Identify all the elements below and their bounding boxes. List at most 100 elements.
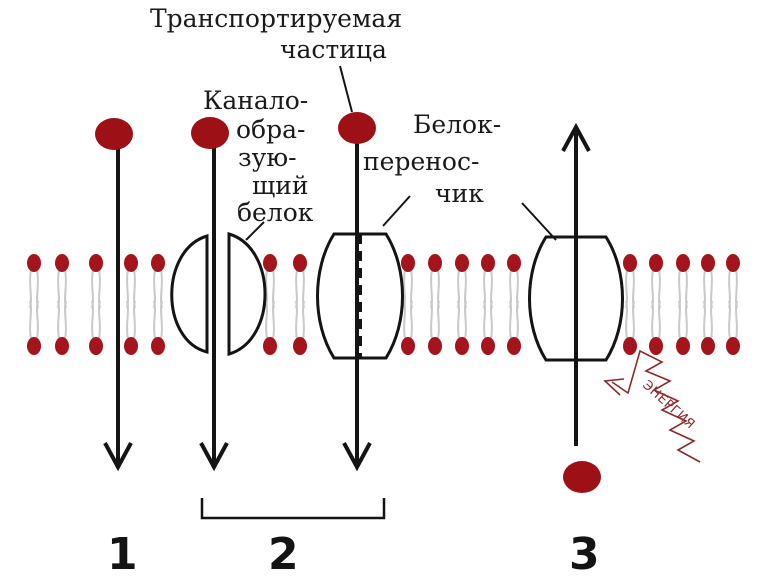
energy-label: ЭНЕРГИЯ — [639, 378, 697, 433]
lipid-head-top — [507, 254, 521, 272]
lipid-tail — [133, 300, 136, 340]
lipid-tail — [516, 300, 519, 340]
transported-particle — [191, 117, 229, 149]
lipid-head-top — [263, 254, 277, 272]
channel-protein-left-half — [170, 233, 209, 354]
carrier-protein-2 — [316, 232, 404, 360]
lipid-head-top — [428, 254, 442, 272]
lipid-head-bottom — [55, 337, 69, 355]
arrow-1-head — [103, 442, 133, 472]
lipid-head-top — [676, 254, 690, 272]
lipid-tail — [64, 300, 67, 340]
lipid-head-top — [151, 254, 165, 272]
lipid-tail — [302, 300, 305, 340]
lipid-tail — [710, 300, 713, 340]
lipid-head-top — [455, 254, 469, 272]
lipid-tail — [430, 300, 433, 340]
lipid-tail — [403, 300, 406, 340]
arrow-3-head — [561, 122, 591, 152]
lipid-head-bottom — [507, 337, 521, 355]
membrane-proteins — [170, 231, 624, 362]
lipid-tail — [437, 300, 440, 340]
lipid-head-bottom — [481, 337, 495, 355]
lipid-tail — [703, 300, 706, 340]
lipid-head-bottom — [89, 337, 103, 355]
label-channel-protein-line4: щий — [252, 171, 309, 200]
number-1: 1 — [107, 529, 138, 580]
lipid-tail — [735, 300, 738, 340]
lipid-tail — [464, 300, 467, 340]
lipid-tail — [265, 300, 268, 340]
transport-arrows — [103, 122, 591, 472]
lipid-tail — [632, 300, 635, 340]
lipid-tail — [509, 300, 512, 340]
arrow-2b-head — [342, 442, 372, 472]
lipid-head-bottom — [676, 337, 690, 355]
lipid-tail — [126, 300, 129, 340]
lipid-tail — [57, 300, 60, 340]
lipid-tail — [678, 300, 681, 340]
label-transported-particle-line1: Транспортируемая — [150, 4, 403, 33]
lipid-head-bottom — [701, 337, 715, 355]
lipid-tail — [651, 300, 654, 340]
transported-particle — [338, 112, 376, 144]
lipid-tail — [490, 300, 493, 340]
lipid-tail — [91, 300, 94, 340]
lipid-head-top — [124, 254, 138, 272]
lipid-tail — [295, 300, 298, 340]
lipid-head-bottom — [726, 337, 740, 355]
group-2-bracket — [200, 498, 386, 520]
lipid-tail — [410, 300, 413, 340]
lipid-tail — [29, 300, 32, 340]
label-channel-protein-line3: зую- — [238, 143, 297, 172]
label-channel-protein-line2: обра- — [236, 115, 306, 144]
lipid-head-top — [701, 254, 715, 272]
energy-squiggle — [611, 349, 701, 463]
lipid-tail — [153, 300, 156, 340]
label-carrier-protein-line2: перенос- — [363, 147, 480, 176]
number-3: 3 — [569, 529, 600, 580]
lipid-head-bottom — [428, 337, 442, 355]
label-carrier-protein-line3: чик — [435, 179, 484, 208]
lipid-head-top — [481, 254, 495, 272]
lipid-head-top — [27, 254, 41, 272]
lipid-tail — [457, 300, 460, 340]
lipid-tail — [658, 300, 661, 340]
lipid-tail — [625, 300, 628, 340]
lipid-head-bottom — [649, 337, 663, 355]
lipid-head-top — [649, 254, 663, 272]
transported-particle — [563, 461, 601, 493]
leader-line-channel — [245, 221, 265, 241]
lipid-head-top — [726, 254, 740, 272]
lipid-head-bottom — [293, 337, 307, 355]
lipid-head-bottom — [455, 337, 469, 355]
lipid-head-top — [55, 254, 69, 272]
lipid-head-bottom — [151, 337, 165, 355]
lipid-head-top — [89, 254, 103, 272]
lipid-head-bottom — [401, 337, 415, 355]
energy-arrowhead — [603, 378, 625, 396]
transported-particle — [95, 118, 133, 150]
lipid-head-top — [623, 254, 637, 272]
lipid-head-top — [293, 254, 307, 272]
lipid-bilayer — [27, 254, 740, 355]
leader-line-carrier-2 — [382, 195, 411, 227]
lipid-head-bottom — [263, 337, 277, 355]
lipid-tail — [685, 300, 688, 340]
leader-line-particle — [339, 65, 353, 113]
label-channel-protein-line1: Канало- — [203, 86, 309, 115]
lipid-head-bottom — [623, 337, 637, 355]
label-transported-particle-line2: частица — [280, 35, 387, 64]
lipid-tail — [728, 300, 731, 340]
channel-protein-right-half — [227, 231, 267, 357]
lipid-tail — [160, 300, 163, 340]
lipid-head-top — [401, 254, 415, 272]
leader-line-carrier-3 — [521, 202, 557, 241]
lipid-tail — [36, 300, 39, 340]
lipid-tail — [98, 300, 101, 340]
lipid-head-bottom — [27, 337, 41, 355]
number-2: 2 — [268, 529, 299, 580]
label-carrier-protein-line1: Белок- — [413, 110, 502, 139]
